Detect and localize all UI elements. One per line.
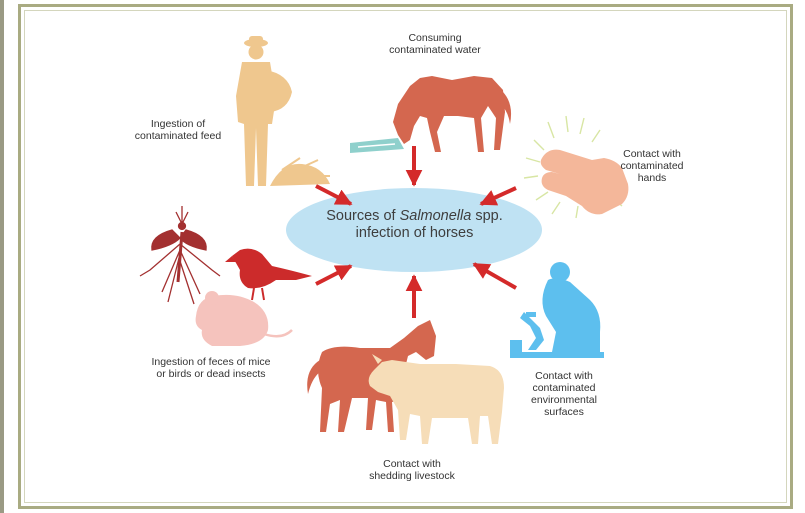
mouse-icon	[196, 291, 292, 346]
label-feces-line2: or birds or dead insects	[136, 368, 286, 380]
label-water-line2: contaminated water	[380, 44, 490, 56]
water-icon	[350, 138, 404, 153]
label-surfaces: Contact with contaminated environmental …	[514, 370, 614, 418]
center-title-line2: infection of horses	[292, 225, 537, 242]
label-livestock-line2: shedding livestock	[356, 470, 468, 482]
label-feed-line1: Ingestion of	[122, 118, 234, 130]
label-hands-line1: Contact with	[612, 148, 692, 160]
center-title: Sources of Salmonella spp. infection of …	[292, 208, 537, 242]
label-livestock-line1: Contact with	[356, 458, 468, 470]
label-surfaces-line4: surfaces	[514, 406, 614, 418]
lab-worker-icon	[510, 262, 604, 358]
label-hands-line2: contaminated	[612, 160, 692, 172]
label-surfaces-line1: Contact with	[514, 370, 614, 382]
label-feces-line1: Ingestion of feces of mice	[136, 356, 286, 368]
label-feces: Ingestion of feces of mice or birds or d…	[136, 356, 286, 380]
label-livestock: Contact with shedding livestock	[356, 458, 468, 482]
label-feed-line2: contaminated feed	[122, 130, 234, 142]
label-surfaces-line3: environmental	[514, 394, 614, 406]
center-title-suffix: spp.	[471, 208, 502, 224]
arrow-feces	[316, 266, 351, 284]
horse-icon	[393, 76, 511, 152]
bird-icon	[225, 249, 312, 300]
label-hands-line3: hands	[612, 172, 692, 184]
label-surfaces-line2: contaminated	[514, 382, 614, 394]
farmer-icon	[236, 36, 330, 186]
label-feed: Ingestion of contaminated feed	[122, 118, 234, 142]
label-hands: Contact with contaminated hands	[612, 148, 692, 184]
center-title-genus: Salmonella	[400, 208, 472, 224]
mosquito-icon	[140, 206, 220, 304]
label-water-line1: Consuming	[380, 32, 490, 44]
arrow-surfaces	[474, 264, 516, 288]
livestock-icon	[307, 320, 504, 444]
center-title-line1: Sources of Salmonella spp.	[292, 208, 537, 225]
center-title-prefix: Sources of	[326, 208, 399, 224]
label-water: Consuming contaminated water	[380, 32, 490, 56]
